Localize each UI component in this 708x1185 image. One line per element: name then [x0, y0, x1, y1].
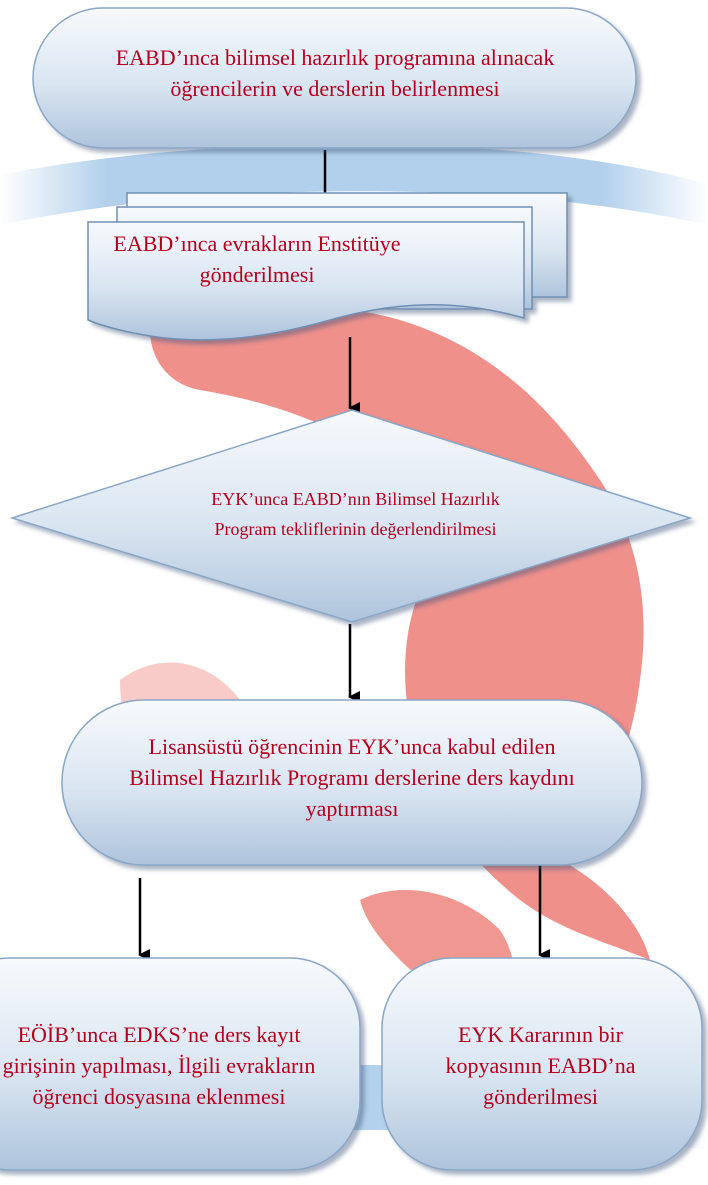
- docs-node-text: EABD’ınca evrakların Enstitüye gönderilm…: [113, 231, 401, 287]
- flow-arrows: [138, 150, 550, 961]
- docs-multi-document-shape: [87, 192, 568, 341]
- enroll-terminal-shape: [61, 699, 643, 866]
- start-node-text: EABD’ınca bilimsel hazırlık programına a…: [115, 45, 555, 101]
- left-node-text: EÖİB’unca EDKS’ne ders kayıt girişinin y…: [2, 1021, 316, 1109]
- enroll-node-text: Lisansüstü öğrencinin EYK’unca kabul edi…: [129, 733, 575, 821]
- right-node-text: EYK Kararının bir kopyasının EABD’na gön…: [445, 1021, 636, 1109]
- start-terminal-shape: [32, 7, 637, 149]
- right-terminal-shape: [381, 957, 703, 1171]
- decision-diamond-shape: [9, 409, 693, 623]
- left-terminal-shape: [0, 957, 361, 1171]
- decision-node-text: EYK’unca EABD’nın Bilimsel Hazırlık Prog…: [211, 488, 500, 539]
